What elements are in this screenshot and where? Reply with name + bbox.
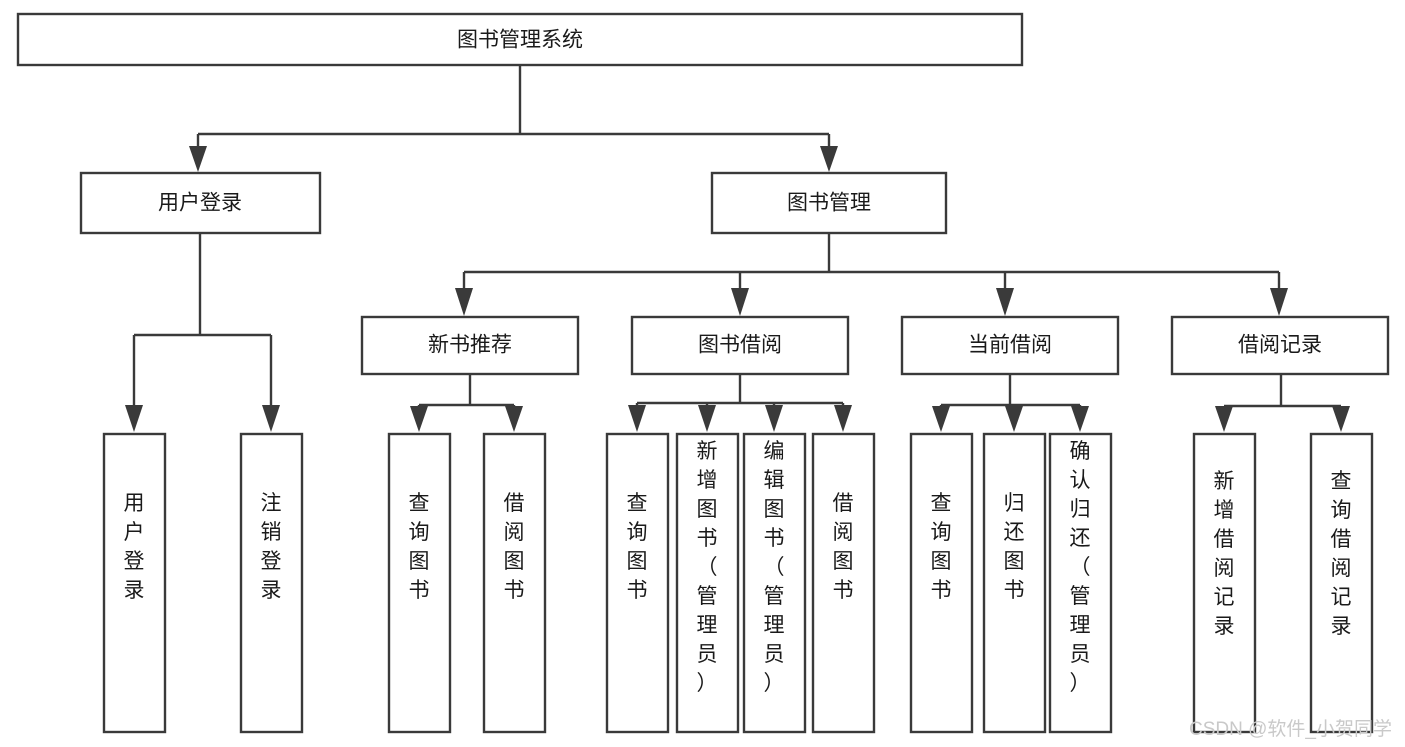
node-new-book-recommend-box[interactable]	[360, 315, 580, 376]
node-leaf-add-borrow-record[interactable]: 新增借阅记录	[1192, 432, 1257, 734]
node-new-book-recommend[interactable]: 新书推荐	[360, 315, 580, 376]
node-book-management-box[interactable]	[710, 171, 948, 235]
node-leaf-edit-book[interactable]: 编辑图书（管理员）	[742, 432, 807, 734]
arrow-head-book-management	[820, 146, 838, 172]
node-current-borrow-box[interactable]	[900, 315, 1120, 376]
node-user-login[interactable]: 用户登录	[79, 171, 322, 235]
arrow-head-leaf-edit-book	[765, 405, 783, 432]
connector-layer	[125, 65, 1350, 432]
node-borrow-record[interactable]: 借阅记录	[1170, 315, 1390, 376]
arrow-head-leaf-user-login	[125, 405, 143, 432]
arrow-head-current-borrow	[996, 288, 1014, 316]
node-book-management-label: 图书管理	[787, 192, 871, 215]
node-leaf-query-book-current-label: 查询图书	[931, 492, 952, 602]
node-leaf-query-borrow-record[interactable]: 查询借阅记录	[1309, 432, 1374, 734]
arrow-head-book-borrow	[731, 288, 749, 316]
arrow-head-leaf-add-book	[698, 405, 716, 432]
node-current-borrow[interactable]: 当前借阅	[900, 315, 1120, 376]
node-leaf-logout-label: 注销登录	[261, 492, 282, 602]
arrow-head-leaf-borrow-book	[834, 405, 852, 432]
node-leaf-query-borrow-record-label: 查询借阅记录	[1331, 470, 1352, 638]
node-borrow-record-label: 借阅记录	[1238, 334, 1322, 357]
arrow-head-leaf-query-book-recommend	[410, 406, 428, 432]
node-leaf-user-login[interactable]: 用户登录	[102, 432, 167, 734]
node-new-book-recommend-label: 新书推荐	[428, 334, 512, 357]
node-leaf-confirm-return-label: 确认归还（管理员）	[1070, 440, 1091, 695]
arrow-head-borrow-record	[1270, 288, 1288, 316]
node-leaf-return-book[interactable]: 归还图书	[982, 432, 1047, 734]
node-leaf-borrow-book-recommend-label: 借阅图书	[504, 492, 525, 602]
node-leaf-query-book-recommend[interactable]: 查询图书	[387, 432, 452, 734]
arrow-head-leaf-borrow-book-recommend	[505, 406, 523, 432]
node-root-label: 图书管理系统	[457, 29, 583, 52]
node-leaf-query-borrow-record-box[interactable]	[1309, 432, 1374, 734]
arrow-head-leaf-return-book	[1005, 406, 1023, 432]
arrow-head-leaf-query-book-borrow	[628, 405, 646, 432]
node-leaf-query-book-current[interactable]: 查询图书	[909, 432, 974, 734]
node-leaf-edit-book-box[interactable]	[742, 432, 807, 734]
arrow-head-leaf-confirm-return	[1071, 406, 1089, 432]
arrow-head-leaf-query-book-current	[932, 406, 950, 432]
node-borrow-record-box[interactable]	[1170, 315, 1390, 376]
node-root-box[interactable]	[16, 12, 1024, 67]
node-book-borrow-label: 图书借阅	[698, 334, 782, 357]
node-leaf-user-login-box[interactable]	[102, 432, 167, 734]
arrow-head-leaf-query-borrow-record	[1332, 406, 1350, 432]
node-root[interactable]: 图书管理系统	[16, 12, 1024, 67]
node-current-borrow-label: 当前借阅	[968, 334, 1052, 357]
node-leaf-logout[interactable]: 注销登录	[239, 432, 304, 734]
arrow-head-new-book-recommend	[455, 288, 473, 316]
node-leaf-add-borrow-record-box[interactable]	[1192, 432, 1257, 734]
node-leaf-borrow-book-recommend[interactable]: 借阅图书	[482, 432, 547, 734]
node-user-login-box[interactable]	[79, 171, 322, 235]
arrow-head-leaf-logout	[262, 405, 280, 432]
node-leaf-query-book-borrow[interactable]: 查询图书	[605, 432, 670, 734]
node-leaf-add-book-label: 新增图书（管理员）	[697, 440, 718, 695]
node-leaf-edit-book-label: 编辑图书（管理员）	[764, 440, 785, 695]
node-leaf-logout-box[interactable]	[239, 432, 304, 734]
node-leaf-add-book[interactable]: 新增图书（管理员）	[675, 432, 740, 734]
node-leaf-confirm-return[interactable]: 确认归还（管理员）	[1048, 432, 1113, 734]
node-leaf-add-book-box[interactable]	[675, 432, 740, 734]
node-leaf-query-book-recommend-label: 查询图书	[409, 492, 430, 602]
node-leaf-borrow-book[interactable]: 借阅图书	[811, 432, 876, 734]
node-book-borrow-box[interactable]	[630, 315, 850, 376]
node-user-login-label: 用户登录	[158, 192, 242, 215]
node-book-management[interactable]: 图书管理	[710, 171, 948, 235]
node-leaf-query-book-recommend-box[interactable]	[387, 432, 452, 734]
node-leaf-confirm-return-box[interactable]	[1048, 432, 1113, 734]
node-leaf-query-book-borrow-label: 查询图书	[627, 492, 648, 602]
node-leaf-query-book-current-box[interactable]	[909, 432, 974, 734]
node-leaf-borrow-book-recommend-box[interactable]	[482, 432, 547, 734]
arrow-head-leaf-add-borrow-record	[1215, 406, 1233, 432]
node-leaf-borrow-book-box[interactable]	[811, 432, 876, 734]
node-leaf-borrow-book-label: 借阅图书	[833, 492, 854, 602]
node-book-borrow[interactable]: 图书借阅	[630, 315, 850, 376]
node-leaf-add-borrow-record-label: 新增借阅记录	[1214, 470, 1235, 638]
node-leaf-return-book-label: 归还图书	[1004, 492, 1025, 602]
watermark-label: CSDN @软件_小贺同学	[1189, 718, 1392, 740]
node-leaf-user-login-label: 用户登录	[124, 492, 145, 602]
node-leaf-return-book-box[interactable]	[982, 432, 1047, 734]
node-leaf-query-book-borrow-box[interactable]	[605, 432, 670, 734]
arrow-head-user-login	[189, 146, 207, 172]
